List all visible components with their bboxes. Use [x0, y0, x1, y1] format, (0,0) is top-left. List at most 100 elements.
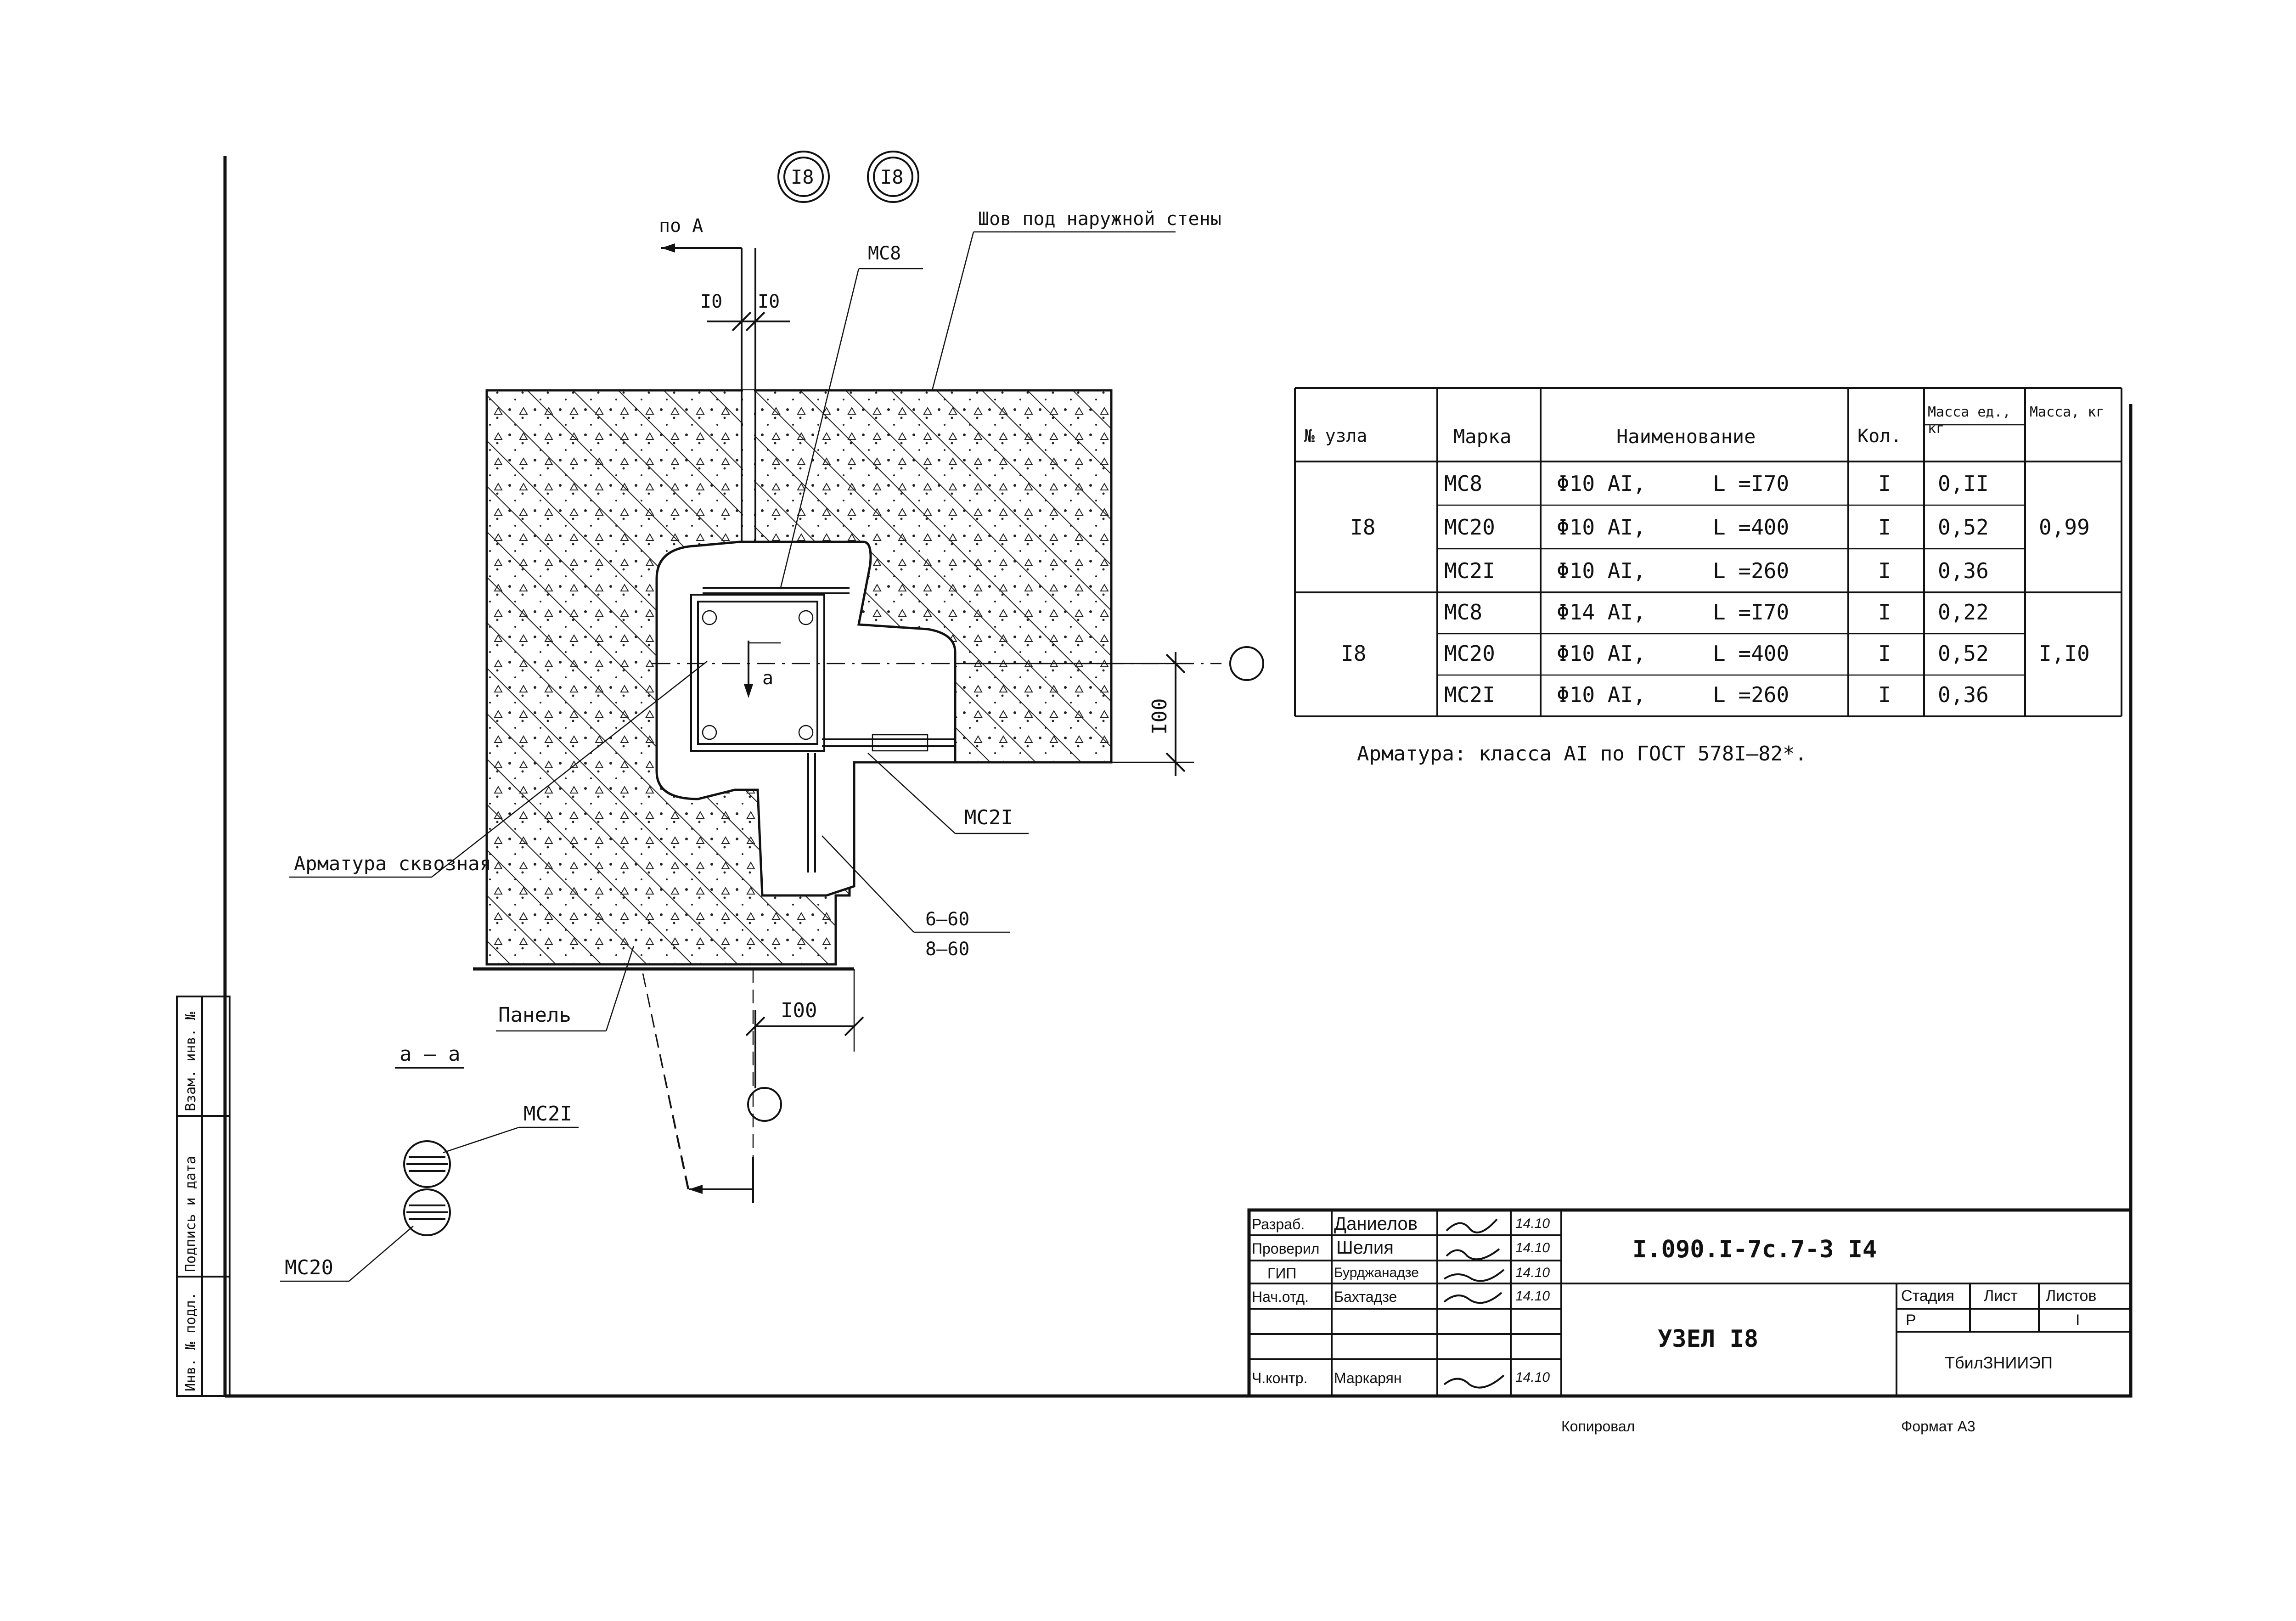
g2-r1-dia: Φ14 АI,: [1557, 600, 1646, 625]
g1-r3-mark: МС2I: [1444, 558, 1495, 583]
tb-date-7: 14.10: [1515, 1370, 1550, 1385]
spec-note: Арматура: класса АI по ГОСТ 578I–82*.: [1357, 742, 1807, 765]
callout-rebar-group: Арматура сквозная: [289, 661, 708, 878]
header-qty: Кол.: [1857, 426, 1902, 447]
g1-r2-dia: Φ10 АI,: [1557, 515, 1646, 540]
tb-name-4: Бахтадзе: [1334, 1289, 1397, 1305]
g1-r1-dia: Φ10 АI,: [1557, 471, 1646, 496]
anchor-mark: а: [744, 641, 773, 698]
g2-r3-length: L =260: [1713, 682, 1790, 707]
callout-rebar: Арматура сквозная: [294, 852, 491, 875]
tb-sheet-header: Лист: [1984, 1287, 2018, 1305]
side-stamp: Инв. № подл. Подпись и дата Взам. инв. №: [176, 996, 231, 1397]
callout-ms8: МС8: [868, 243, 901, 264]
tb-organization: ТбилЗНИИЭП: [1945, 1353, 2053, 1372]
g2-r2-qty: I: [1878, 641, 1891, 666]
tb-sheets-value: I: [2076, 1311, 2080, 1329]
callout-spacing-group: 6–60 8–60: [822, 835, 1010, 960]
g2-r3-qty: I: [1878, 682, 1891, 707]
callout-seam-group: Шов под наружной стены: [931, 208, 1221, 391]
callout-ms21: МС2I: [964, 806, 1013, 829]
header-mass-total: Масса, кг: [2030, 404, 2105, 420]
tb-name-1: Даниелов: [1334, 1214, 1418, 1234]
callout-ms21-group: МС2I: [867, 753, 1029, 834]
tb-role-3: ГИП: [1267, 1265, 1297, 1282]
g1-r2-qty: I: [1878, 515, 1891, 540]
section-ms21: МС2I: [523, 1102, 572, 1126]
group-1-node: I8: [1350, 515, 1376, 540]
title-block-grid: [1247, 1208, 2133, 1398]
dim-10-right: I0: [758, 291, 780, 312]
callout-seam: Шов под наружной стены: [978, 208, 1221, 230]
callout-po-a: по А: [659, 215, 703, 236]
g1-r3-mass: 0,36: [1938, 558, 1989, 583]
g2-r3-mark: МС2I: [1444, 682, 1495, 707]
tb-stage-header: Стадия: [1901, 1287, 1954, 1305]
g1-r2-length: L =400: [1713, 515, 1790, 540]
dimension-joint: I0 I0: [700, 291, 790, 332]
side-stamp-field-1: Взам. инв. №: [183, 1012, 199, 1111]
section-label: а – а: [400, 1042, 460, 1066]
dim-100-vertical: I00: [1148, 698, 1171, 735]
tb-role-2: Проверил: [1252, 1240, 1320, 1257]
tb-drawing-title: УЗЕЛ I8: [1658, 1325, 1759, 1353]
callout-panel-group: Панель: [496, 946, 635, 1032]
axis-marks: [652, 646, 1264, 1122]
tb-date-2: 14.10: [1515, 1240, 1550, 1255]
tb-date-4: 14.10: [1515, 1289, 1550, 1304]
g1-r3-length: L =260: [1713, 558, 1790, 583]
g1-r2-mass: 0,52: [1938, 515, 1989, 540]
callout-spacing-top: 6–60: [925, 909, 969, 930]
spec-table-grid: [1294, 387, 2122, 717]
section-a-a: а – а МС2I МС20: [280, 1042, 579, 1282]
g1-r1-mass: 0,II: [1938, 471, 1989, 496]
tb-date-1: 14.10: [1515, 1216, 1550, 1231]
callout-ms8-group: МС8: [780, 243, 923, 588]
g1-r3-dia: Φ10 АI,: [1557, 558, 1646, 583]
dimension-horizontal: I00: [745, 969, 864, 1052]
dim-100-horizontal: I00: [781, 999, 817, 1022]
side-stamp-field-2: Подпись и дата: [183, 1156, 199, 1272]
joint-cavity: [655, 540, 957, 897]
tb-sheets-header: Листов: [2046, 1287, 2097, 1305]
anchor-a: а: [762, 668, 773, 689]
reinforcement-loops: [690, 587, 955, 872]
node-ref-1: I8: [791, 166, 814, 188]
g2-r2-length: L =400: [1713, 641, 1790, 666]
tb-stage-value: Р: [1906, 1311, 1916, 1329]
g2-r3-mass: 0,36: [1938, 682, 1989, 707]
reference-po-a: по А: [659, 215, 742, 253]
g2-r3-dia: Φ10 АI,: [1557, 682, 1646, 707]
g2-r1-mark: МС8: [1444, 600, 1483, 625]
tb-copied: Копировал: [1561, 1418, 1635, 1435]
section-cut-mark: [642, 973, 754, 1203]
tb-name-2: Шелия: [1336, 1238, 1394, 1258]
signatures: [1443, 1218, 1505, 1389]
g2-r2-mass: 0,52: [1938, 641, 1989, 666]
node-reference-marks: I8 I8: [777, 151, 919, 203]
tb-name-7: Маркарян: [1334, 1370, 1402, 1386]
tb-role-4: Нач.отд.: [1252, 1289, 1309, 1305]
g1-r2-mark: МС20: [1444, 515, 1495, 540]
g1-r3-qty: I: [1878, 558, 1891, 583]
header-name: Наименование: [1616, 425, 1756, 448]
group-2-node: I8: [1341, 641, 1367, 666]
section-ms20: МС20: [285, 1256, 333, 1279]
g1-r1-length: L =I70: [1713, 471, 1790, 496]
tb-format: Формат А3: [1901, 1418, 1975, 1435]
node-ref-2: I8: [880, 166, 904, 188]
g1-r1-qty: I: [1878, 471, 1891, 496]
g2-r2-mark: МС20: [1444, 641, 1495, 666]
g2-r1-mass: 0,22: [1938, 600, 1989, 625]
g1-r1-mark: МС8: [1444, 471, 1483, 496]
side-stamp-field-3: Инв. № подл.: [183, 1292, 199, 1391]
dim-10-left: I0: [700, 291, 722, 312]
callout-panel: Панель: [498, 1003, 571, 1027]
tb-role-7: Ч.контр.: [1252, 1370, 1308, 1386]
g2-r2-dia: Φ10 АI,: [1557, 641, 1646, 666]
header-mass-unit: Масса ед., кг: [1928, 404, 2011, 437]
dimension-vertical: I00: [955, 652, 1194, 776]
group-2-total: I,I0: [2039, 641, 2090, 666]
header-node: № узла: [1304, 426, 1367, 446]
